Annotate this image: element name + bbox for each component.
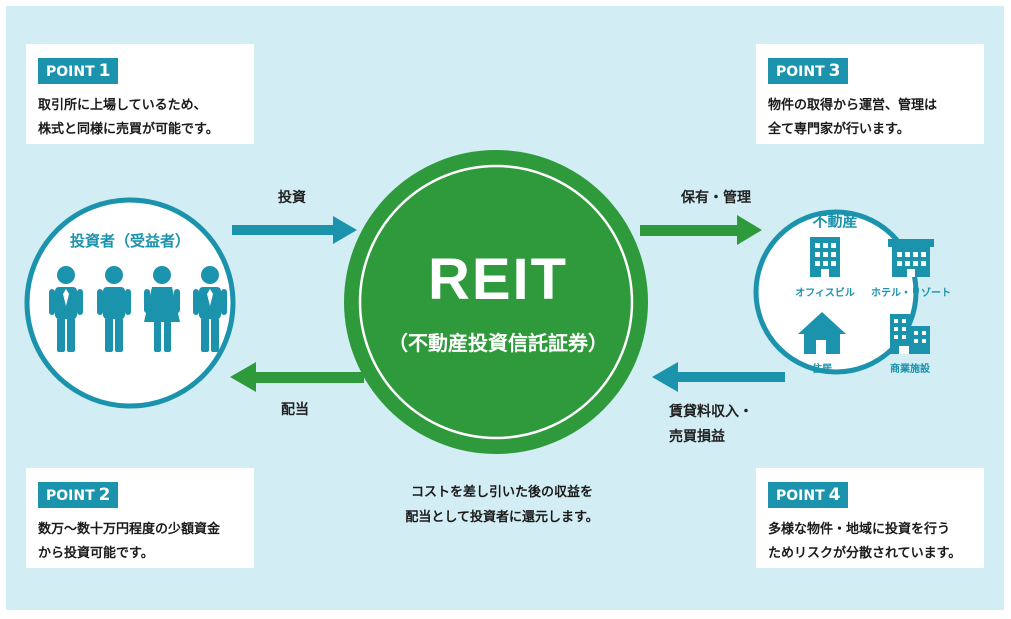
woman-icon — [144, 266, 180, 352]
dividend-arrow — [230, 362, 364, 392]
point-number: 4 — [828, 485, 841, 505]
house-icon — [798, 312, 846, 354]
point-1-text: 取引所に上場しているため、 株式と同様に売買が可能です。 — [38, 98, 219, 137]
point-2-text: 数万～数十万円程度の少額資金 から投資可能です。 — [38, 522, 221, 561]
profit-note: コストを差し引いた後の収益を 配当として投資者に還元します。 — [405, 485, 599, 525]
point-badge-label: POINT — [776, 64, 825, 80]
point-badge-label: POINT — [46, 488, 95, 504]
point-number: 3 — [828, 61, 841, 81]
invest-arrow — [232, 216, 357, 244]
point-badge-label: POINT — [46, 64, 95, 80]
point-3-text: 物件の取得から運営、管理は 全て専門家が行います。 — [768, 98, 938, 137]
person-icon — [97, 266, 131, 352]
hotel-label: ホテル・リゾート — [871, 288, 951, 299]
investor-title: 投資者（受益者） — [69, 232, 190, 250]
office-label: オフィスビル — [795, 288, 855, 299]
office-building-icon — [810, 237, 840, 277]
dividend-label: 配当 — [281, 402, 309, 418]
reit-circle — [344, 150, 648, 454]
point-number: 2 — [98, 485, 111, 505]
reit-inner-ring — [358, 164, 634, 440]
real-estate-circle — [753, 209, 919, 375]
real-estate-title: 不動産 — [812, 212, 858, 230]
person-icon — [49, 266, 83, 352]
income-label: 賃貸料収入・ 売買損益 — [669, 404, 753, 445]
income-arrow — [652, 362, 785, 392]
hold-manage-arrow — [640, 215, 762, 245]
house-label: 住居 — [812, 364, 832, 375]
hold-manage-label: 保有・管理 — [681, 190, 751, 206]
hotel-icon — [888, 239, 934, 277]
reit-title: REIT — [427, 247, 569, 312]
commercial-facility-icon — [890, 314, 930, 354]
invest-label: 投資 — [278, 190, 306, 206]
reit-subtitle: （不動産投資信託証券） — [388, 331, 608, 355]
point-4-text: 多様な物件・地域に投資を行う ためリスクが分散されています。 — [768, 522, 962, 561]
person-icon — [193, 266, 227, 352]
point-badge-label: POINT — [776, 488, 825, 504]
point-number: 1 — [98, 61, 111, 81]
commercial-label: 商業施設 — [890, 364, 930, 375]
